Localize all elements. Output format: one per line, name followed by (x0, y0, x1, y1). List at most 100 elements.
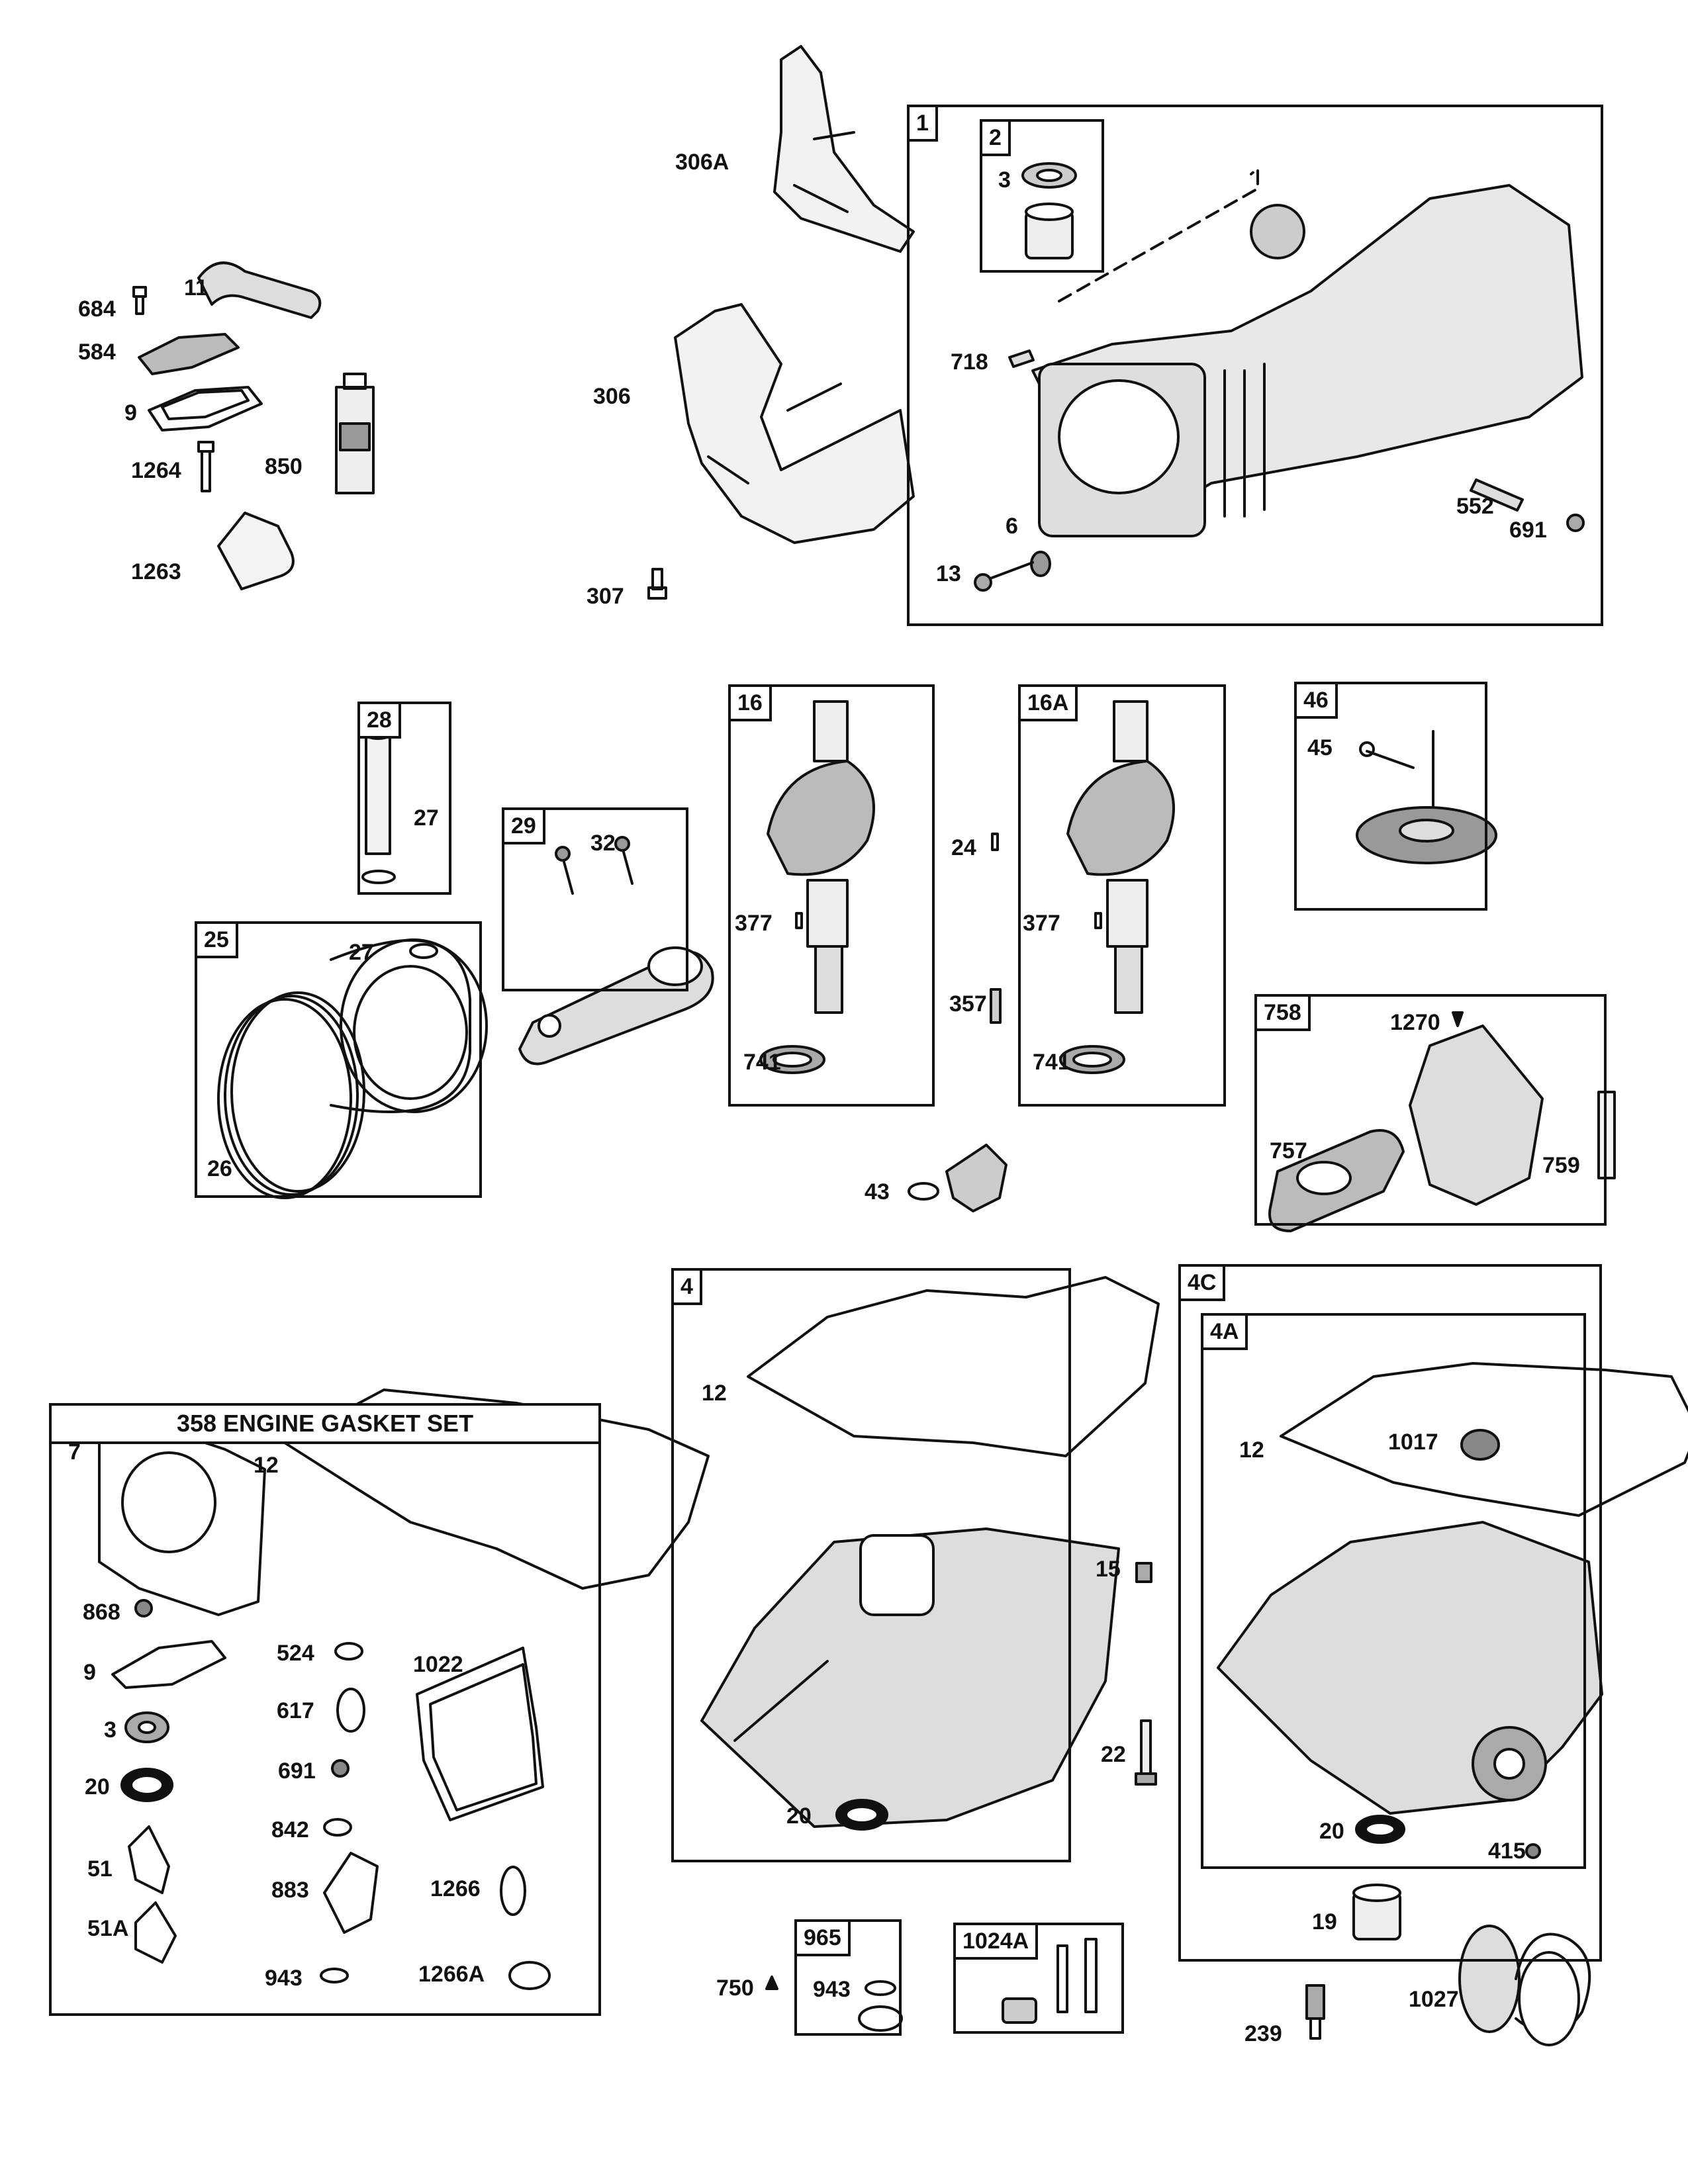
box-tag-758: 758 (1257, 997, 1311, 1031)
breather-758-drawing (1409, 1024, 1544, 1206)
oring-943a-drawing (320, 1968, 349, 1983)
part-label-12-box4A: 12 (1239, 1437, 1264, 1463)
part-label-32: 32 (590, 831, 616, 856)
part-label-20-box4A: 20 (1319, 1819, 1344, 1844)
gear-741b-drawing (1059, 1045, 1125, 1074)
part-label-883: 883 (271, 1878, 309, 1903)
needle-valve-1024A-drawing (1002, 1938, 1098, 2024)
key-377b-drawing (1094, 912, 1102, 929)
part-label-759: 759 (1542, 1153, 1580, 1178)
bushing-2-drawing (1025, 203, 1074, 259)
pin-357-drawing (990, 988, 1002, 1024)
part-label-357: 357 (949, 991, 987, 1017)
oring-943b-drawing (858, 1980, 903, 2032)
plug-15-drawing (1135, 1562, 1152, 1583)
part-label-307: 307 (586, 584, 624, 609)
box-tag-28: 28 (360, 704, 401, 739)
box-tag-16A: 16A (1021, 687, 1078, 721)
part-label-741-16: 741 (743, 1050, 781, 1075)
part-label-1266: 1266 (430, 1876, 481, 1901)
part-label-415: 415 (1488, 1839, 1526, 1864)
oring-1266-drawing (500, 1866, 526, 1916)
bolt-684-drawing (132, 286, 147, 315)
seal-20b-drawing (835, 1799, 888, 1831)
part-label-13: 13 (936, 561, 961, 586)
assembly-box-16A: 16A (1018, 684, 1226, 1107)
seal-3b-drawing (124, 1711, 169, 1743)
part-label-684: 684 (78, 296, 116, 322)
oring-524-drawing (334, 1642, 363, 1661)
sump-4A-drawing (1217, 1521, 1603, 1815)
box-tag-1024A: 1024A (956, 1925, 1039, 1960)
part-label-26: 26 (207, 1156, 232, 1181)
box-tag-16: 16 (731, 687, 772, 721)
part-label-51: 51 (87, 1856, 113, 1882)
assembly-box-1: 1 (907, 105, 1603, 626)
gasket-883-drawing (323, 1852, 379, 1934)
part-label-377-16: 377 (735, 911, 773, 936)
assembly-box-1024A: 1024A (953, 1923, 1124, 2034)
gasket-12b-drawing (747, 1276, 1160, 1457)
oring-617-drawing (336, 1688, 365, 1733)
oring-842-drawing (323, 1818, 352, 1837)
piston-rings-drawing (217, 991, 365, 1199)
box-tag-2: 2 (982, 122, 1011, 156)
seal-3-drawing (1021, 162, 1077, 189)
part-label-51A: 51A (87, 1916, 129, 1941)
part-label-1270: 1270 (1390, 1010, 1440, 1035)
part-label-943-box965: 943 (813, 1977, 851, 2002)
part-label-12-box4: 12 (702, 1381, 727, 1406)
part-label-11: 11 (184, 275, 208, 300)
assembly-box-28: 28 (357, 702, 451, 895)
part-label-24: 24 (951, 835, 976, 860)
assembly-box-758: 758 (1254, 994, 1607, 1226)
part-label-15: 15 (1096, 1557, 1121, 1582)
box-tag-965: 965 (797, 1922, 851, 1956)
lifter-45-drawing (1359, 741, 1415, 769)
blower-housing-306-drawing (674, 303, 915, 544)
camshaft-46-drawing (1356, 730, 1497, 864)
gasket-9b-drawing (111, 1640, 226, 1689)
part-label-757: 757 (1270, 1138, 1307, 1163)
part-label-750: 750 (716, 1976, 754, 2001)
part-label-584: 584 (78, 340, 116, 365)
part-label-868: 868 (83, 1600, 120, 1625)
part-label-20-gasket-set: 20 (85, 1774, 110, 1799)
tube-759-drawing (1597, 1091, 1616, 1179)
key-24-drawing (991, 833, 999, 851)
gasket-set-title: 358 ENGINE GASKET SET (52, 1406, 598, 1444)
part-label-27-piston: 27 (349, 940, 374, 965)
part-label-1266A: 1266A (418, 1962, 485, 1987)
pin-750-drawing (765, 1976, 778, 1990)
assembly-box-358: 358 ENGINE GASKET SET (49, 1403, 601, 2016)
assembly-box-16: 16 (728, 684, 935, 1107)
part-label-617: 617 (277, 1698, 314, 1723)
part-label-43: 43 (865, 1179, 890, 1205)
plate-757-drawing (1268, 1129, 1405, 1232)
part-label-19: 19 (1312, 1909, 1337, 1934)
part-label-524: 524 (277, 1641, 314, 1666)
oil-filter-1027-drawing (1458, 1925, 1591, 2046)
gasket-1022-drawing (416, 1647, 544, 1821)
part-label-6: 6 (1006, 514, 1018, 539)
part-label-20-box4: 20 (786, 1803, 812, 1829)
plug-691b-drawing (331, 1759, 350, 1778)
bushing-19-drawing (1352, 1884, 1401, 1940)
sensor-239-drawing (1305, 1984, 1325, 2040)
part-label-1022: 1022 (413, 1652, 463, 1677)
part-label-691-top: 691 (1509, 518, 1547, 543)
gear-741a-drawing (759, 1045, 825, 1074)
part-label-3-top: 3 (998, 167, 1011, 193)
tube-11-drawing (197, 261, 322, 319)
part-label-552: 552 (1456, 494, 1494, 519)
part-label-850: 850 (265, 454, 303, 479)
part-label-9-gasket-set: 9 (83, 1660, 96, 1685)
part-label-842: 842 (271, 1817, 309, 1843)
assembly-box-4C: 4C (1178, 1264, 1602, 1962)
part-label-306A: 306A (675, 150, 729, 175)
plug-415-drawing (1525, 1843, 1541, 1859)
gasket-51A-drawing (134, 1901, 177, 1964)
piston-drawing (330, 938, 488, 1113)
part-label-1263: 1263 (131, 559, 181, 584)
